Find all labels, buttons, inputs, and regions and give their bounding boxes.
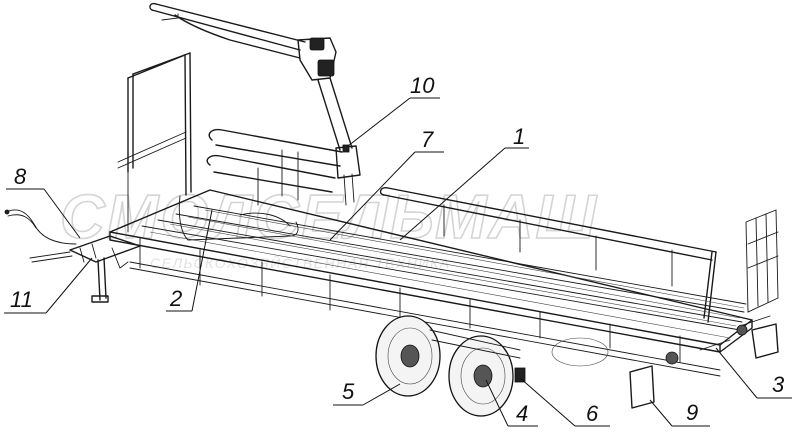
callout-3: 3 — [715, 347, 792, 399]
callout-10: 10 — [347, 73, 440, 147]
callout-4-label: 4 — [516, 401, 528, 426]
trailer-frame — [109, 189, 753, 377]
callout-7-label: 7 — [421, 127, 434, 152]
callout-5: 5 — [333, 379, 401, 406]
callout-6: 6 — [519, 377, 610, 427]
callout-11-label: 11 — [10, 287, 33, 312]
callout-9: 9 — [649, 399, 710, 427]
wheels — [375, 315, 526, 417]
callout-7: 7 — [329, 127, 444, 241]
callout-2-label: 2 — [169, 286, 182, 311]
rear-assembly — [551, 315, 779, 409]
callout-10-label: 10 — [410, 73, 435, 98]
callout-2: 2 — [166, 209, 213, 312]
rear-railing — [379, 186, 779, 323]
callout-8: 8 — [6, 164, 81, 239]
callout-5-label: 5 — [342, 379, 355, 404]
watermark: СМОЛСЕЛЬМАШ СЕЛЬСКОХОЗЯЙСТВЕННАЯ ТЕХНИКА — [59, 182, 598, 271]
front-railing — [117, 52, 192, 233]
crane-boom — [149, 2, 361, 206]
callout-1-label: 1 — [513, 124, 525, 149]
callout-1: 1 — [399, 124, 529, 241]
callout-4: 4 — [485, 379, 538, 427]
callout-11: 11 — [4, 257, 93, 314]
callout-8-label: 8 — [14, 164, 27, 189]
callout-6-label: 6 — [586, 401, 599, 426]
watermark-main: СМОЛСЕЛЬМАШ — [60, 183, 598, 252]
loader-arms — [206, 128, 343, 206]
callout-9-label: 9 — [686, 400, 698, 425]
callout-3-label: 3 — [772, 372, 785, 397]
hitch — [4, 209, 141, 303]
